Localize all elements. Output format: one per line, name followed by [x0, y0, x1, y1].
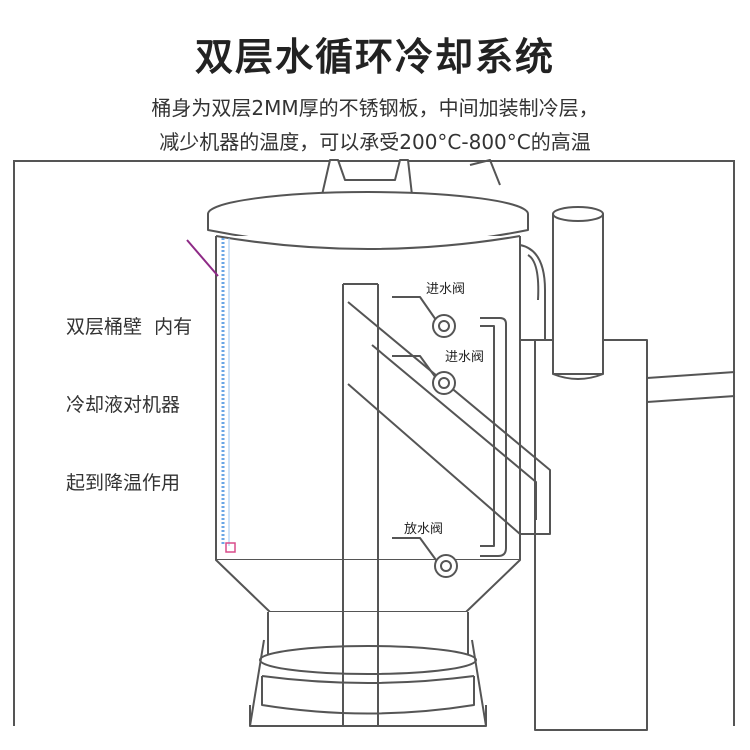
note-line-2: 冷却液对机器 [66, 394, 181, 416]
note-line-1: 双层桶壁 内有 [66, 316, 193, 338]
valve-label-inlet-2: 进水阀 [445, 350, 485, 365]
description-line-1: 桶身为双层2MM厚的不锈钢板，中间加装制冷层， [151, 96, 599, 120]
note-line-3: 起到降温作用 [66, 472, 181, 494]
description-line-2: 减少机器的温度，可以承受200°C-800°C的高温 [159, 130, 591, 154]
valve-label-drain: 放水阀 [404, 522, 444, 537]
annotation-leader-line [186, 239, 219, 277]
page-title: 双层水循环冷却系统 [194, 35, 555, 79]
diagram-frame [13, 160, 735, 726]
valve-label-inlet-1: 进水阀 [426, 282, 466, 297]
double-wall-note: 双层桶壁 内有 冷却液对机器 起到降温作用 [66, 262, 192, 522]
